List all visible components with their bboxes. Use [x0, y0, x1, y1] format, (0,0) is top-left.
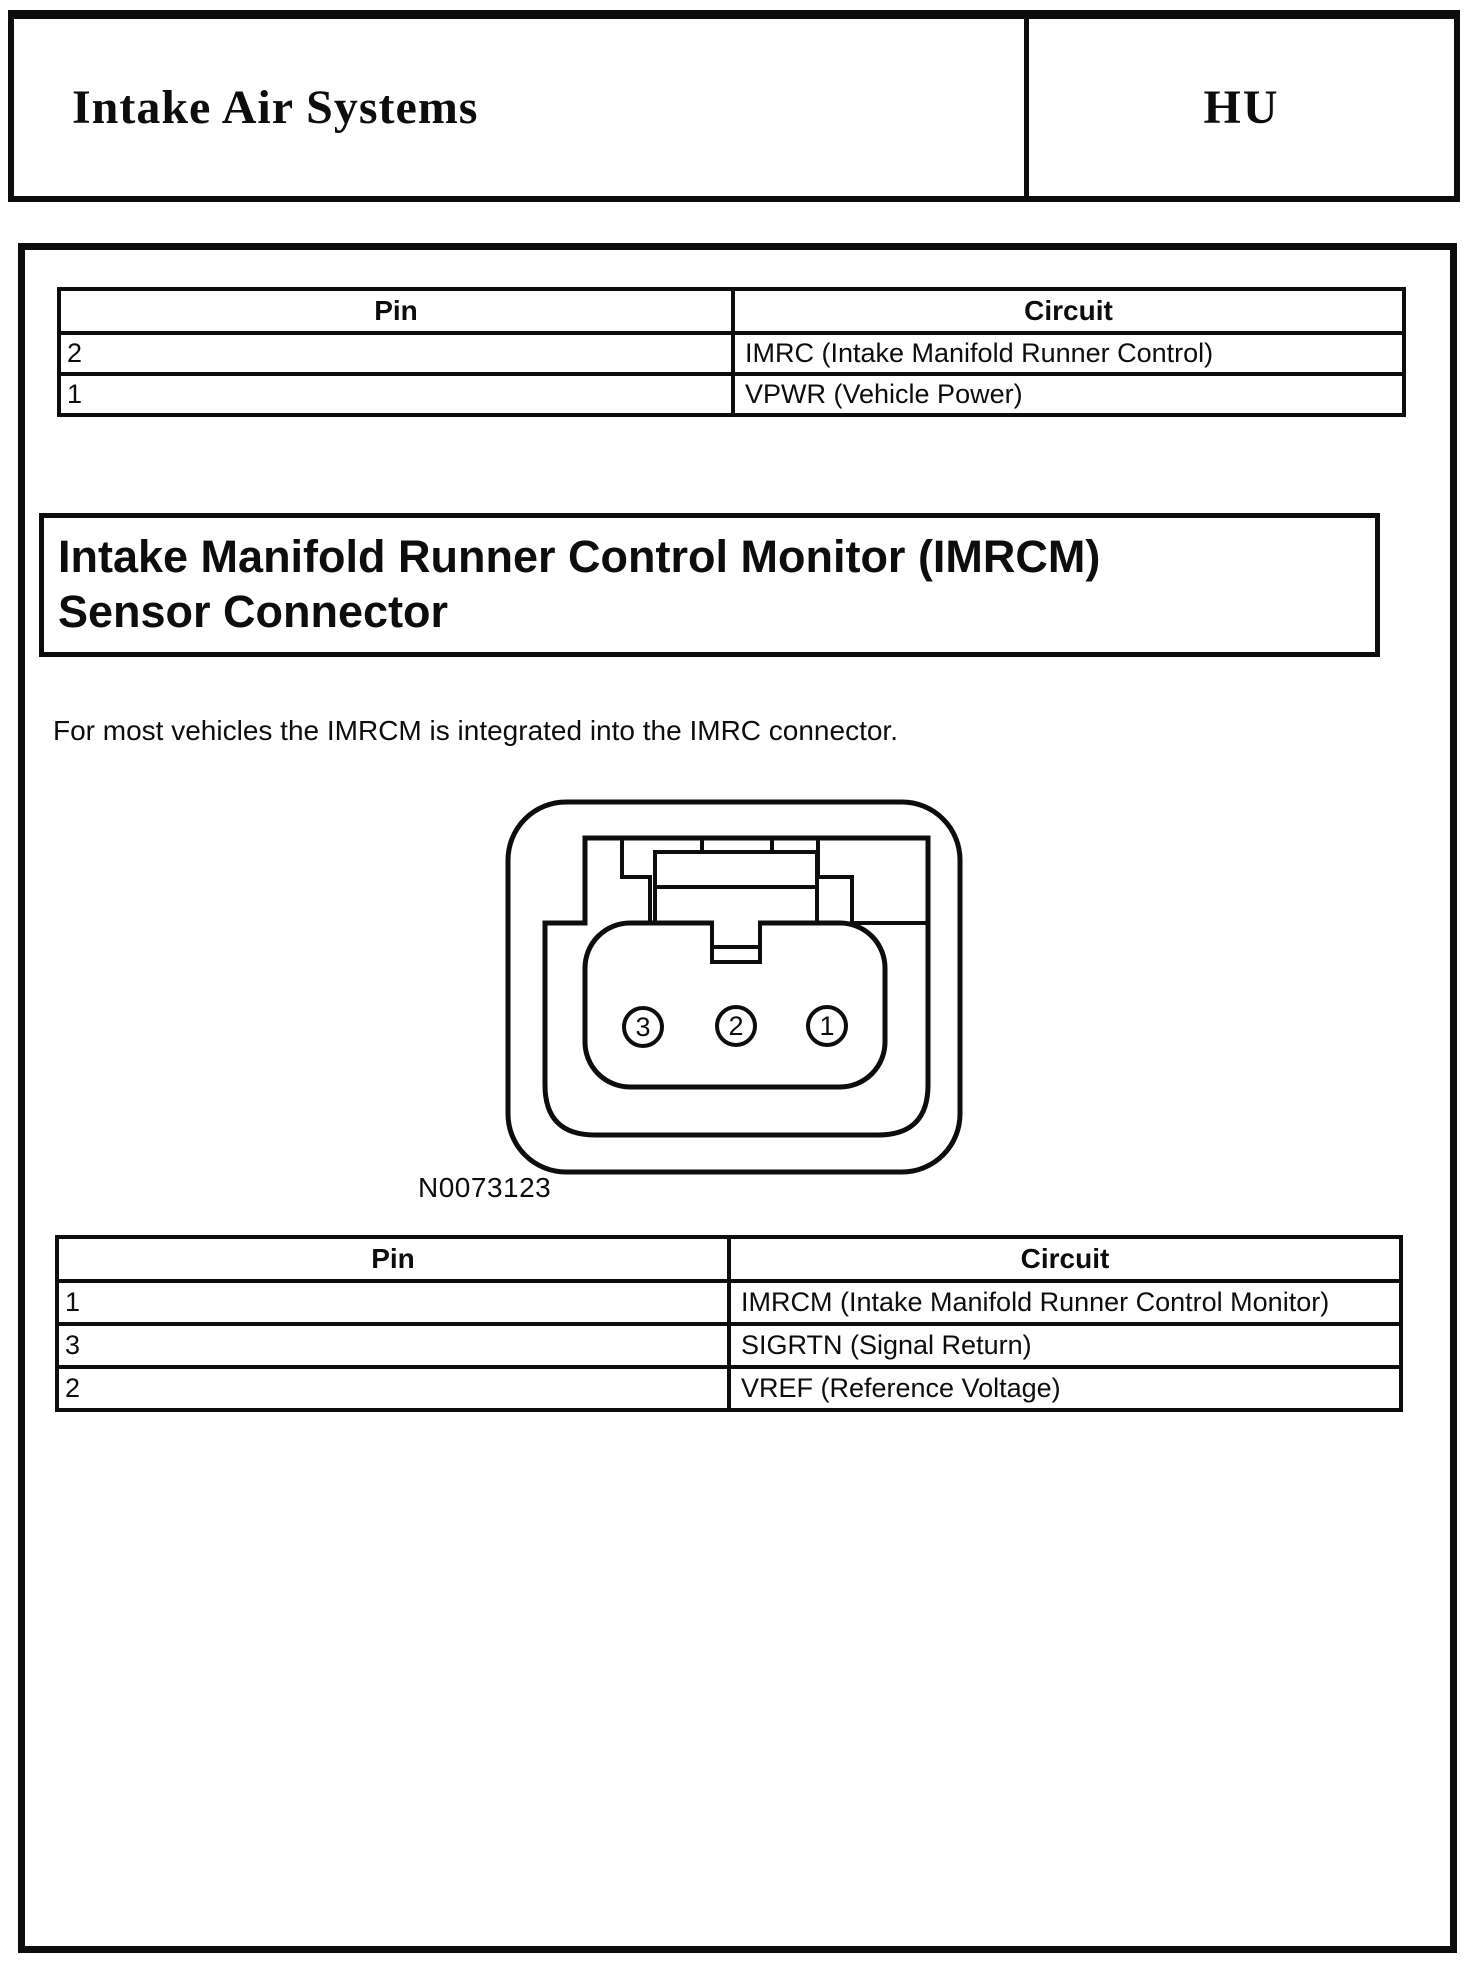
table-header-row: Pin Circuit [59, 1239, 1399, 1279]
table-row: 1 IMRCM (Intake Manifold Runner Control … [59, 1279, 1399, 1322]
circuit-cell: IMRCM (Intake Manifold Runner Control Mo… [727, 1283, 1399, 1322]
table-header-row: Pin Circuit [61, 291, 1402, 331]
figure-id-label: N0073123 [418, 1172, 552, 1203]
section-code: HU [1024, 19, 1454, 196]
section-title-line1: Intake Manifold Runner Control Monitor (… [58, 531, 1101, 582]
pin-cell: 3 [65, 1330, 81, 1360]
section-title-box: Intake Manifold Runner Control Monitor (… [39, 513, 1380, 657]
pin-cell: 1 [67, 379, 83, 409]
intro-paragraph: For most vehicles the IMRCM is integrate… [53, 715, 898, 746]
page-title: Intake Air Systems [72, 81, 479, 134]
circuit-cell: VPWR (Vehicle Power) [731, 376, 1402, 413]
table-row: 2 VREF (Reference Voltage) [59, 1365, 1399, 1408]
connector-outer-shell [505, 799, 963, 1175]
table-row: 3 SIGRTN (Signal Return) [59, 1322, 1399, 1365]
table-row: 2 IMRC (Intake Manifold Runner Control) [61, 331, 1402, 372]
connector-diagram: 3 2 1 [505, 799, 963, 1175]
circuit-cell: VREF (Reference Voltage) [727, 1369, 1399, 1408]
keyway-tab [710, 921, 762, 964]
pin-label-1: 1 [819, 1011, 834, 1041]
pin-circle-3 [622, 1006, 664, 1048]
pin-label-2: 2 [728, 1011, 743, 1041]
table-row: 1 VPWR (Vehicle Power) [61, 372, 1402, 413]
pin-table-top: Pin Circuit 2 IMRC (Intake Manifold Runn… [57, 287, 1406, 417]
right-latch-tab [816, 836, 854, 925]
left-latch-tab [620, 836, 652, 925]
column-header-circuit: Circuit [731, 291, 1402, 331]
pin-cell: 1 [65, 1287, 81, 1317]
pin-cell: 2 [67, 338, 83, 368]
column-header-pin: Pin [371, 1243, 415, 1274]
pin-cell: 2 [65, 1373, 81, 1403]
connector-housing-outline [542, 835, 931, 1138]
circuit-cell: IMRC (Intake Manifold Runner Control) [731, 335, 1402, 372]
section-title-line2: Sensor Connector [58, 586, 449, 637]
pin-circle-1 [806, 1005, 848, 1047]
pin-label-3: 3 [635, 1012, 650, 1042]
pin-circle-2 [715, 1005, 757, 1047]
page-header: Intake Air Systems HU [8, 10, 1460, 202]
content-frame [18, 243, 1457, 1953]
pin-table-bottom: Pin Circuit 1 IMRCM (Intake Manifold Run… [55, 1235, 1403, 1412]
column-header-circuit: Circuit [727, 1239, 1399, 1279]
keyway-mask [714, 916, 758, 929]
circuit-cell: SIGRTN (Signal Return) [727, 1326, 1399, 1365]
column-header-pin: Pin [374, 295, 418, 326]
